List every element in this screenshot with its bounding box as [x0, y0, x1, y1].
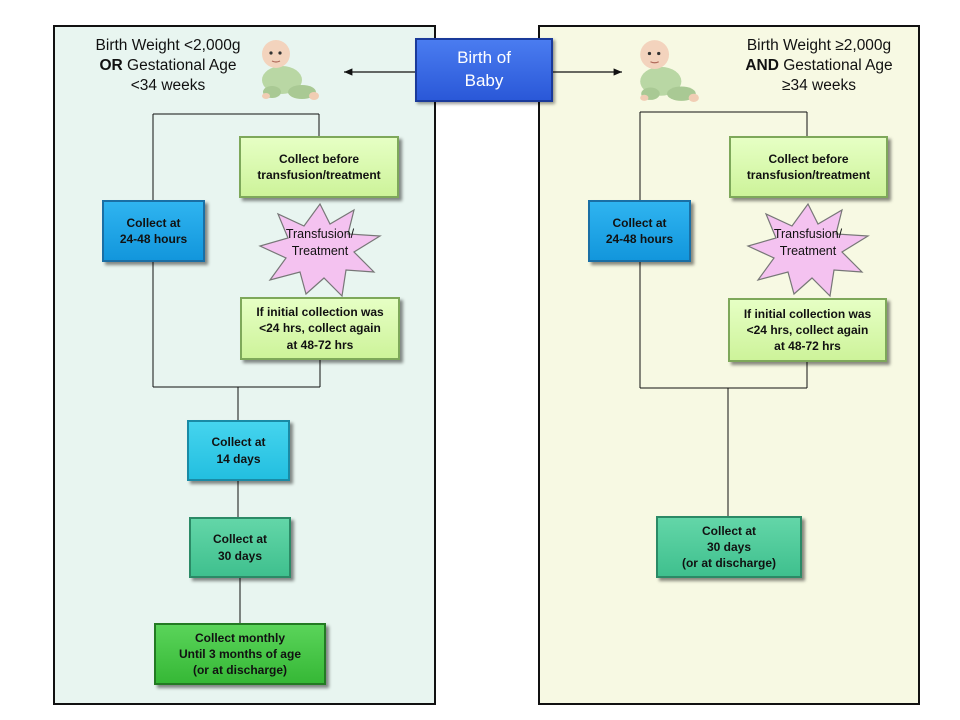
left-collect-14-label: Collect at 14 days [211, 435, 266, 466]
left-if-initial-label: If initial collection was <24 hrs, colle… [256, 305, 384, 352]
left-collect-before-box: Collect before transfusion/treatment [239, 136, 399, 198]
right-heading: Birth Weight ≥2,000g AND Gestational Age… [722, 36, 916, 96]
birth-of-baby-box: Birth of Baby [415, 38, 553, 102]
right-if-initial-box: If initial collection was <24 hrs, colle… [728, 298, 887, 362]
left-collect-monthly-label: Collect monthly Until 3 months of age (o… [178, 630, 301, 678]
right-heading-line2: Gestational Age [778, 57, 893, 75]
right-collect-24-48-label: Collect at 24-48 hours [605, 215, 674, 246]
baby-icon-left [262, 40, 319, 100]
right-collect-24-48-box: Collect at 24-48 hours [588, 200, 691, 262]
right-if-initial-label: If initial collection was <24 hrs, colle… [743, 306, 872, 354]
right-collect-before-label: Collect before transfusion/treatment [746, 151, 871, 182]
left-flow-lines [152, 113, 321, 623]
left-heading-line1: Birth Weight <2,000g [95, 37, 241, 54]
left-collect-24-48-box: Collect at 24-48 hours [102, 200, 205, 262]
left-collect-monthly-box: Collect monthly Until 3 months of age (o… [154, 623, 326, 685]
left-heading-line3: <34 weeks [130, 77, 206, 95]
left-collect-before-label: Collect before transfusion/treatment [257, 151, 381, 182]
left-collect-14-box: Collect at 14 days [187, 420, 290, 481]
left-transfusion-label: Transfusion/ Treatment [285, 227, 355, 258]
left-collect-24-48-label: Collect at 24-48 hours [119, 215, 188, 246]
right-collect-30-box: Collect at 30 days (or at discharge) [656, 516, 802, 578]
left-heading: Birth Weight <2,000g OR Gestational Age … [60, 36, 276, 96]
left-collect-30-label: Collect at 30 days [212, 532, 267, 563]
right-flow-lines [639, 111, 808, 516]
right-transfusion-starburst [746, 202, 870, 298]
left-transfusion-starburst [258, 202, 382, 298]
left-heading-or: OR [99, 57, 123, 75]
right-heading-line1: Birth Weight ≥2,000g [746, 37, 892, 54]
left-if-initial-box: If initial collection was <24 hrs, colle… [240, 297, 400, 360]
right-transfusion-label: Transfusion/ Treatment [773, 227, 843, 258]
birth-of-baby-label: Birth of Baby [457, 48, 511, 90]
right-heading-and: AND [745, 57, 779, 75]
left-heading-line2: Gestational Age [122, 57, 237, 75]
right-collect-before-box: Collect before transfusion/treatment [729, 136, 888, 198]
left-collect-30-box: Collect at 30 days [189, 517, 291, 578]
right-collect-30-label: Collect at 30 days (or at discharge) [681, 523, 777, 571]
baby-icon-right [640, 40, 699, 102]
right-heading-line3: ≥34 weeks [782, 77, 856, 95]
